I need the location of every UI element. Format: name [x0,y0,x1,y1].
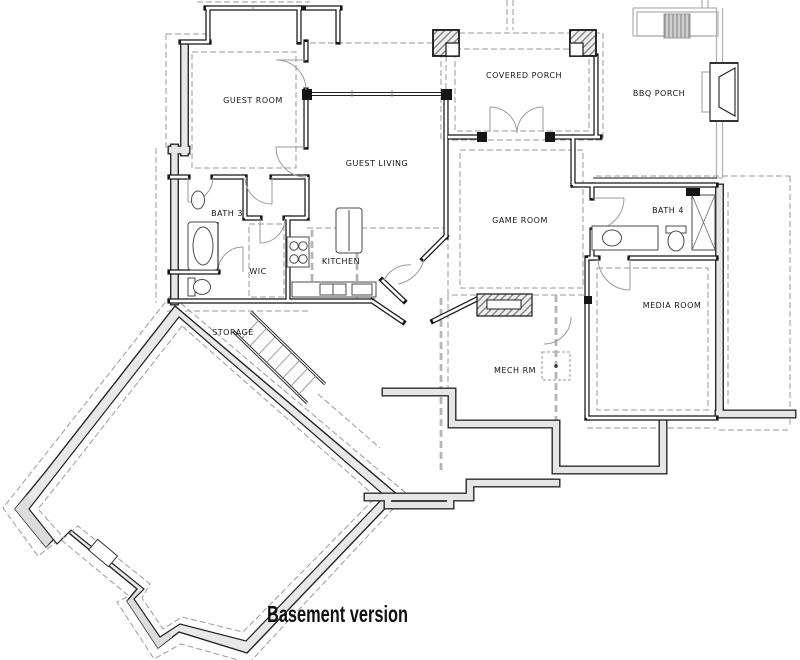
foundation-bands [168,40,796,509]
window-well-cap-left [15,495,58,547]
bath4-vanity [591,225,659,251]
bath4-sink [602,229,622,247]
mech-fixtures [476,293,592,381]
room-label-kitchen: KITCHEN [322,257,360,266]
porch-columns [432,29,597,142]
dishwasher [351,283,373,296]
bbq-grill [663,13,691,39]
bath4-shower [691,194,716,251]
stove [286,236,310,268]
bath3-sink [191,190,205,210]
room-label-wic: WIC [249,267,266,276]
room-label-bath-3: BATH 3 [211,209,243,218]
room-label-bbq-porch: BBQ PORCH [633,89,685,98]
door-post [477,132,487,142]
door-arcs [187,59,631,345]
room-label-game-room: GAME ROOM [492,216,548,225]
room-label-guest-room: GUEST ROOM [223,96,283,105]
plan-caption: Basement version [267,601,408,627]
stairs [231,310,327,405]
door-post [545,132,555,142]
room-label-media-room: MEDIA ROOM [643,301,702,310]
bbq-porch-outline [600,0,739,179]
bath4-toilet [667,230,685,252]
walls-layer [167,5,719,421]
bath3-fixtures [187,190,219,297]
walls-layer [170,6,716,420]
kitchen-fixtures [286,207,377,298]
room-label-storage: STORAGE [212,328,254,337]
room-label-covered-porch: COVERED PORCH [486,71,562,80]
window-walls [252,5,717,179]
bath3-toilet [193,279,211,295]
fixtures-layer [187,188,716,381]
wall-post [584,296,592,304]
room-label-guest-living: GUEST LIVING [346,159,408,168]
labels-layer: GUEST ROOM GUEST LIVING COVERED PORCH BB… [211,71,701,375]
outdoor-fireplace [701,62,739,122]
room-label-mech-rm: MECH RM [494,366,536,375]
bath4-fixtures [591,188,716,252]
floor-drain [554,364,558,368]
unexcavated-area [2,294,408,660]
room-label-bath-4: BATH 4 [652,206,684,215]
kitchen-counter [291,281,377,298]
window-well [87,538,119,568]
